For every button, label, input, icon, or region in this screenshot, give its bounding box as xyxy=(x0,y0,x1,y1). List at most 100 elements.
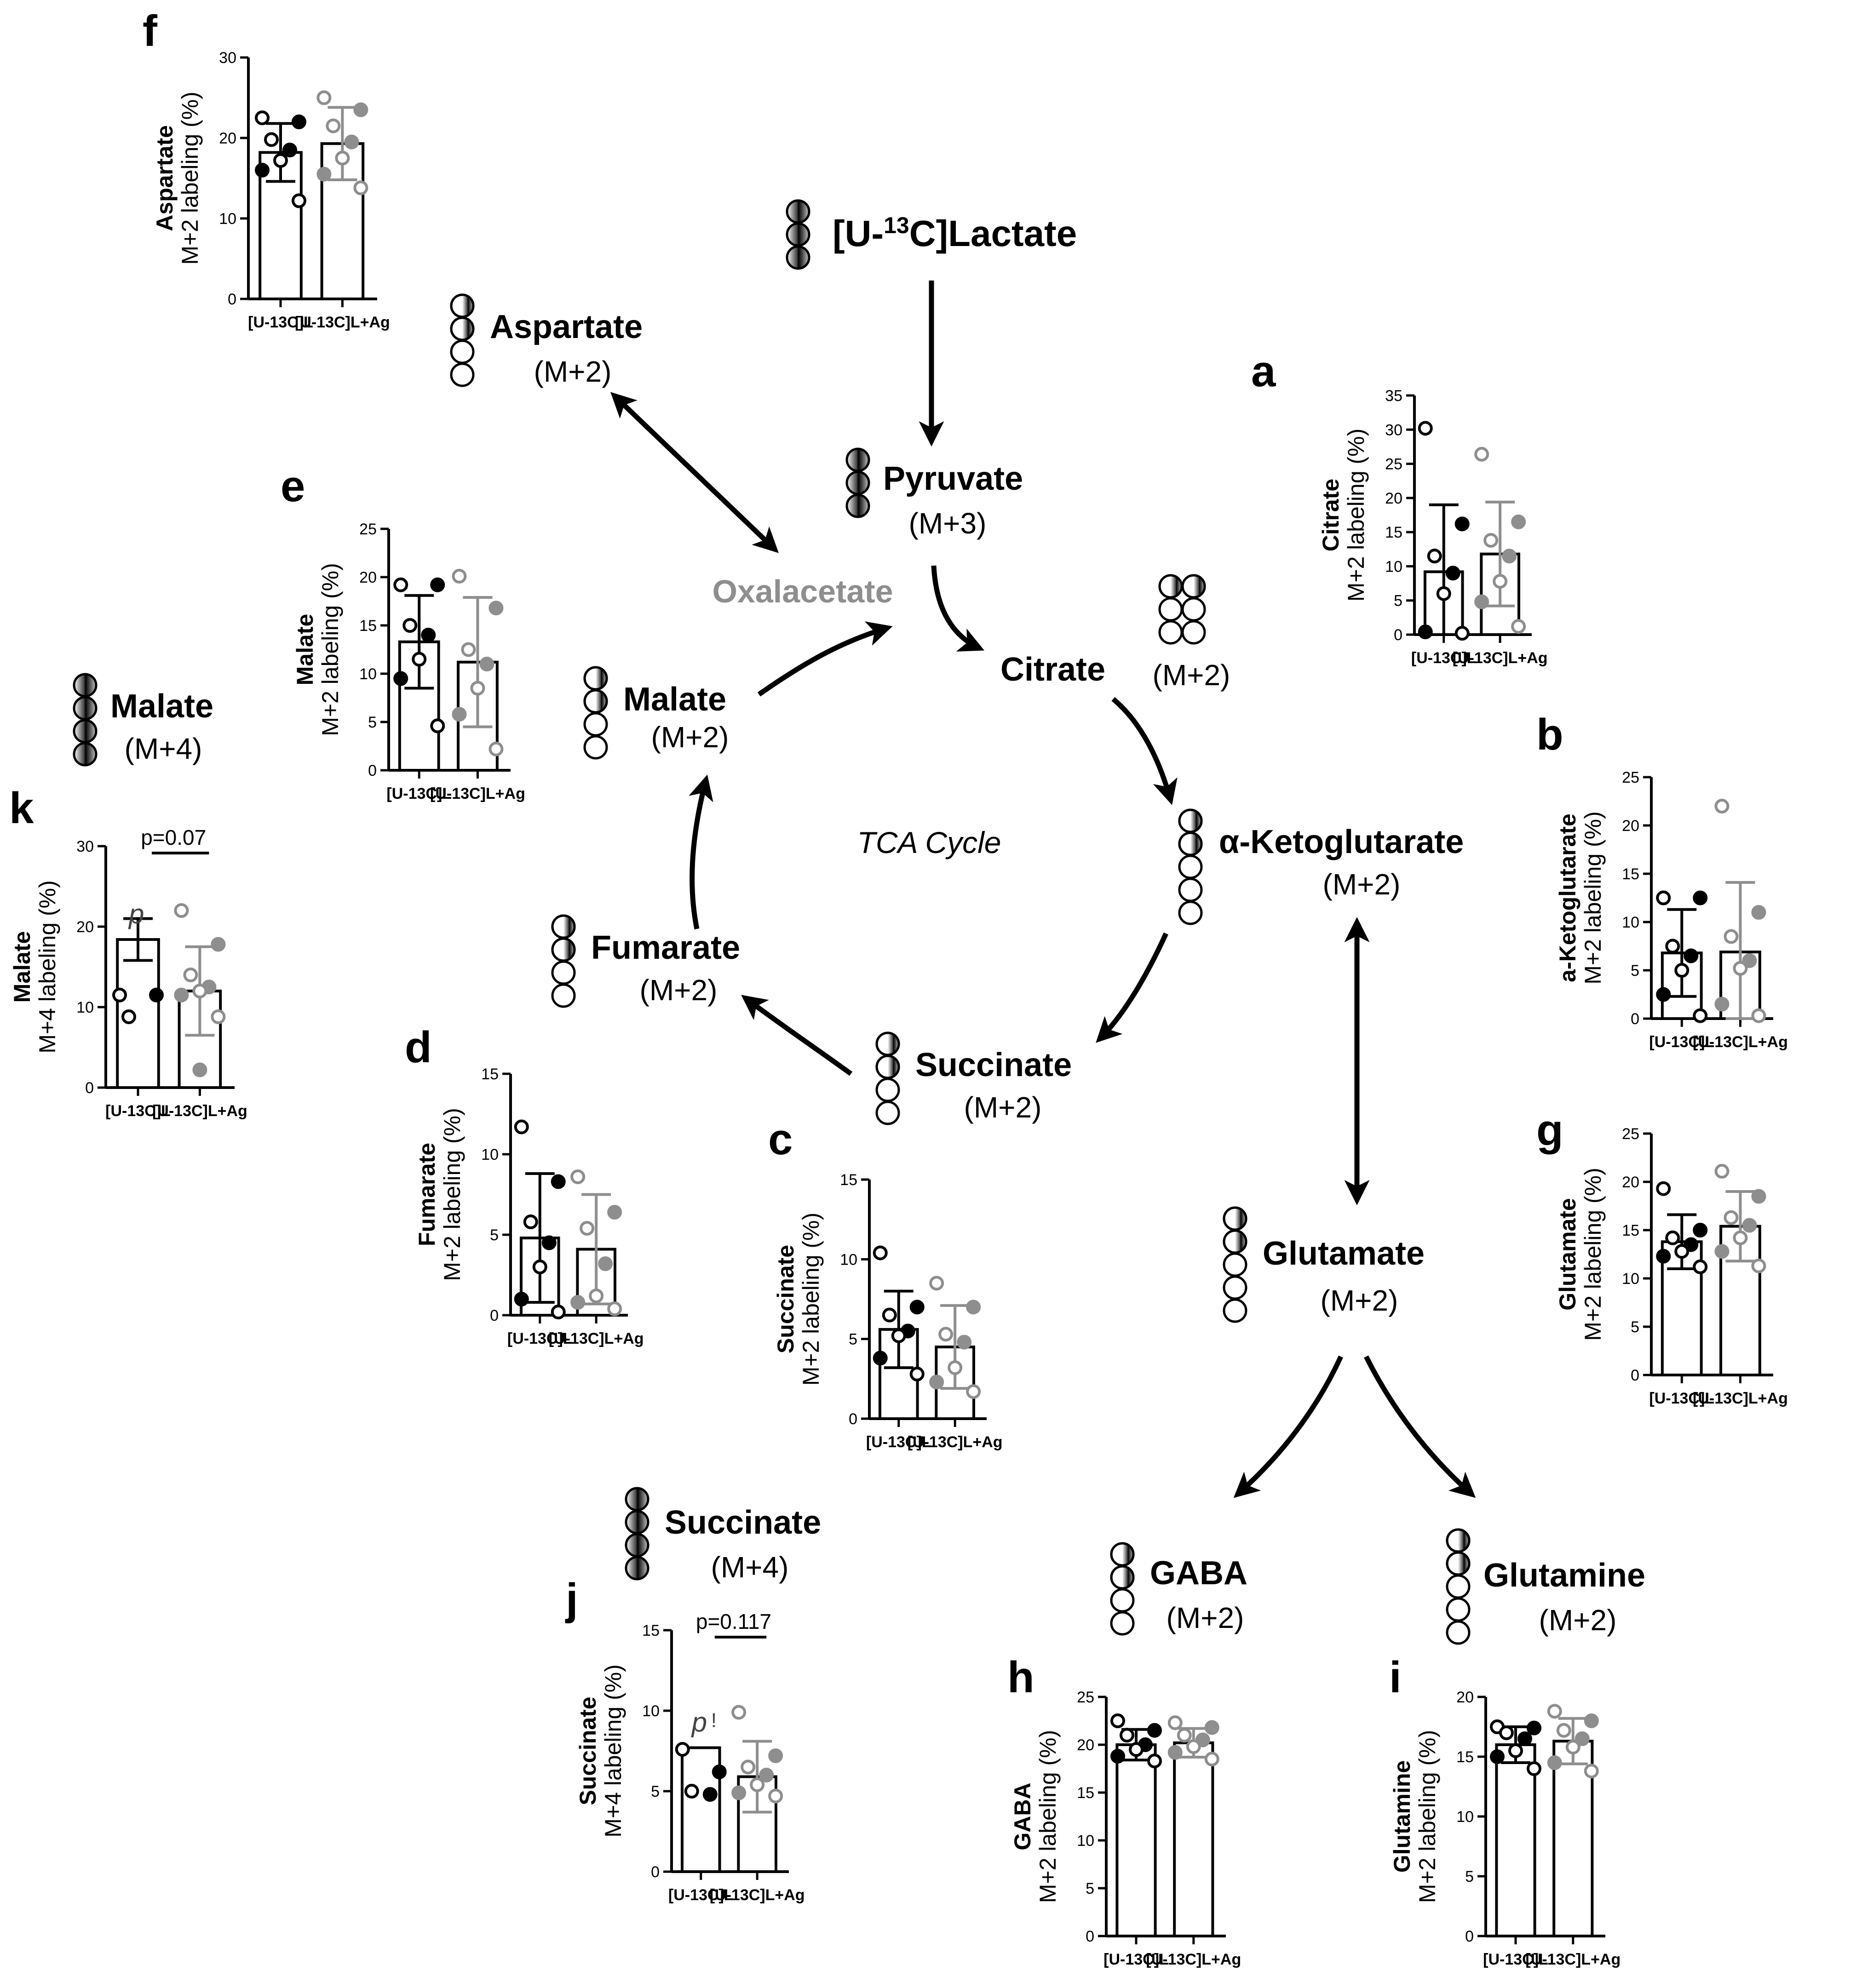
data-point xyxy=(684,1784,699,1799)
y-tick-label: 30 xyxy=(219,49,236,67)
y-tick-label: 0 xyxy=(1086,1928,1094,1945)
data-point xyxy=(174,903,189,918)
carbon-dot xyxy=(1223,1252,1247,1277)
carbon-dot xyxy=(73,719,98,744)
data-point xyxy=(768,1748,783,1763)
y-tick-label: 15 xyxy=(1077,1784,1094,1802)
data-point xyxy=(1656,1181,1671,1196)
x-tick-label: [U-13C]L xyxy=(866,1433,931,1451)
metabolite-mass: (M+4) xyxy=(125,732,202,765)
data-point xyxy=(768,1788,783,1804)
metabolite-mass: (M+2) xyxy=(1323,868,1401,901)
data-point xyxy=(1693,1008,1708,1023)
carbon-dot xyxy=(625,1533,649,1558)
data-point xyxy=(541,1235,557,1250)
y-tick-label: 15 xyxy=(1622,1222,1639,1239)
carbon-dot xyxy=(786,245,810,270)
panel-letter: j xyxy=(565,1575,578,1624)
x-tick-label: [U-13C]L+Ag xyxy=(710,1886,805,1904)
data-point xyxy=(873,1245,888,1260)
data-point xyxy=(731,1705,747,1720)
panel-letter: f xyxy=(143,6,158,56)
data-point xyxy=(393,671,408,686)
carbon-dot xyxy=(1223,1275,1247,1300)
metabolite-mass: (M+2) xyxy=(651,721,729,754)
data-point xyxy=(589,1289,604,1303)
data-point xyxy=(344,134,359,149)
data-point xyxy=(909,1366,925,1381)
y-tick-label: 15 xyxy=(840,1171,857,1189)
y-axis-label-metabolite: Glutamine xyxy=(1389,1760,1415,1873)
data-point xyxy=(1511,619,1526,634)
carbon-dot xyxy=(551,960,576,985)
data-point xyxy=(430,577,445,592)
y-tick-label: 25 xyxy=(1077,1689,1094,1706)
data-point xyxy=(1454,626,1470,641)
y-tick-label: 25 xyxy=(1622,769,1639,786)
panel-letter: k xyxy=(9,784,34,833)
metabolite-pyruvate: Pyruvate(M+3) xyxy=(845,447,1023,540)
y-axis-label-measure: M+2 labeling (%) xyxy=(1580,1168,1606,1341)
metabolite-citrate: Citrate(M+2) xyxy=(1000,574,1230,692)
data-point xyxy=(1584,1764,1599,1779)
y-axis-label-measure: M+2 labeling (%) xyxy=(1414,1730,1440,1903)
y-tick-label: 0 xyxy=(228,291,236,308)
metabolite-succinate: Succinate(M+2) xyxy=(875,1031,1072,1125)
data-point xyxy=(1751,1258,1766,1273)
y-axis-label-metabolite: Succinate xyxy=(575,1696,601,1805)
data-point xyxy=(741,1759,756,1775)
y-axis-label-measure: M+2 labeling (%) xyxy=(1580,811,1606,985)
panel-letter: b xyxy=(1536,710,1563,759)
x-tick-label: [U-13C]L xyxy=(507,1330,573,1347)
arrow-citrate-akg xyxy=(1111,697,1178,805)
data-point xyxy=(598,1256,613,1271)
y-tick-label: 0 xyxy=(651,1863,660,1881)
y-axis-label-metabolite: Malate xyxy=(292,614,318,686)
y-axis-label-measure: M+4 labeling (%) xyxy=(34,880,60,1054)
data-point xyxy=(929,1276,944,1291)
data-point xyxy=(966,1384,981,1399)
data-point xyxy=(353,102,368,117)
y-tick-label: 5 xyxy=(368,714,377,731)
data-point xyxy=(1665,939,1680,954)
data-point xyxy=(1751,905,1766,920)
y-tick-label: 0 xyxy=(1631,1010,1639,1028)
y-tick-label: 10 xyxy=(359,665,377,683)
y-tick-label: 0 xyxy=(490,1307,499,1324)
data-point xyxy=(1684,948,1699,963)
data-point xyxy=(479,657,494,671)
y-tick-label: 20 xyxy=(1456,1689,1474,1706)
y-tick-label: 5 xyxy=(1631,962,1639,980)
carbon-dot xyxy=(845,470,870,495)
bar xyxy=(1552,1740,1594,1937)
data-point xyxy=(1474,594,1489,609)
metabolite-glutamine: Glutamine(M+2) xyxy=(1446,1528,1645,1645)
y-tick-label: 20 xyxy=(359,569,377,586)
data-point xyxy=(1177,1728,1192,1743)
data-point xyxy=(891,1328,906,1343)
metabolite-name: Malate xyxy=(110,688,213,725)
y-axis-label-metabolite: Citrate xyxy=(1318,479,1344,551)
y-tick-label: 30 xyxy=(1385,421,1402,439)
metabolite-akg: α-Ketoglutarate(M+2) xyxy=(1178,808,1464,925)
y-tick-label: 0 xyxy=(849,1410,857,1428)
p-value-label: p=0.117 xyxy=(696,1610,771,1633)
arrow-glutamate-glutamine xyxy=(1364,1355,1476,1498)
x-tick-label: [U-13C]L+Ag xyxy=(430,785,525,802)
x-tick-label: [U-13C]L xyxy=(1649,1390,1714,1407)
data-point xyxy=(1454,516,1470,532)
metabolite-name: Fumarate xyxy=(591,929,740,966)
data-point xyxy=(1186,1739,1201,1754)
metabolite-mass: (M+2) xyxy=(534,355,612,388)
x-tick-label: [U-13C]L+Ag xyxy=(1693,1033,1788,1051)
carbon-dot xyxy=(1223,1298,1247,1323)
data-point xyxy=(1418,421,1433,436)
data-point xyxy=(570,1295,586,1310)
data-point xyxy=(966,1300,981,1315)
data-point xyxy=(514,1292,529,1306)
carbon-dot xyxy=(1446,1574,1471,1599)
data-point xyxy=(488,601,504,616)
data-point xyxy=(121,1009,136,1024)
